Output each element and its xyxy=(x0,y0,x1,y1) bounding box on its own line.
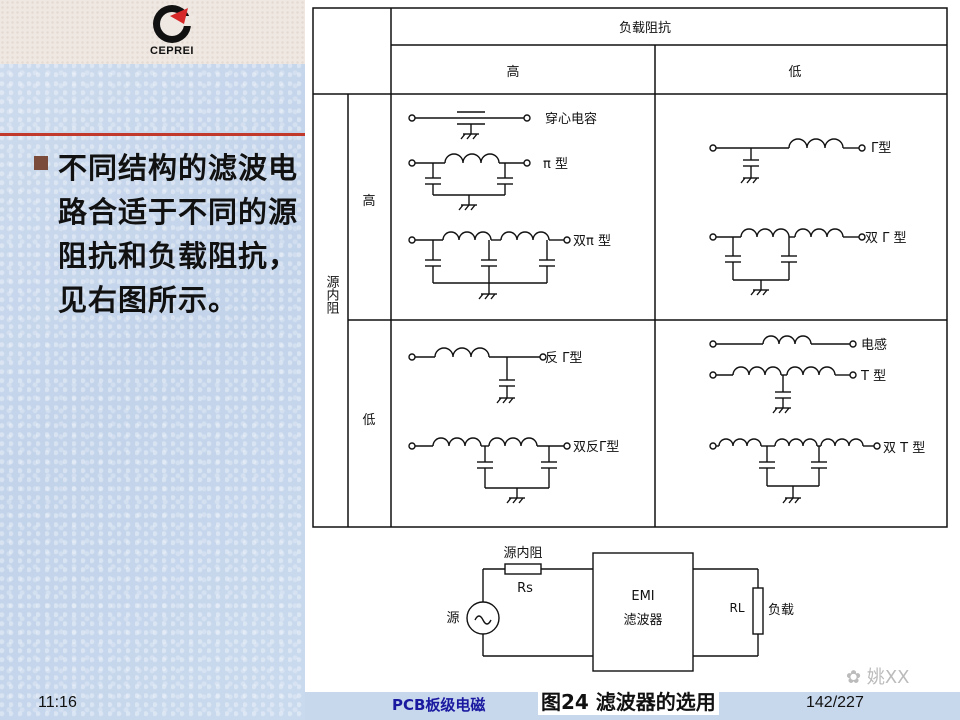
label-double-pi: 双π 型 xyxy=(573,234,611,249)
block-rs: Rs xyxy=(517,581,533,596)
block-filter: 滤波器 xyxy=(623,613,662,628)
block-emi: EMI xyxy=(631,589,654,604)
footer-time: 11:16 xyxy=(38,694,77,711)
watermark-text: 姚XX xyxy=(866,667,910,688)
logo-band: CEPREI xyxy=(0,0,305,64)
ceprei-logo: CEPREI xyxy=(140,2,204,62)
row-header-source: 源内阻 xyxy=(324,275,340,314)
col-high: 高 xyxy=(506,64,519,80)
table-header-load: 负载阻抗 xyxy=(619,21,671,36)
label-reverse-gamma: 反 Γ型 xyxy=(545,351,582,366)
row-high: 高 xyxy=(362,193,375,209)
block-rl: RL xyxy=(729,601,744,615)
label-feedthrough: 穿心电容 xyxy=(545,111,597,127)
logo-text: CEPREI xyxy=(150,45,194,57)
wechat-icon: ✿ xyxy=(846,667,862,688)
filter-selection-diagram: 负载阻抗 高 低 高 低 源内阻 xyxy=(305,0,960,692)
red-divider xyxy=(0,133,305,136)
label-pi: π 型 xyxy=(543,157,568,172)
label-double-reverse-gamma: 双反Γ型 xyxy=(573,440,619,455)
watermark: ✿ 姚XX xyxy=(846,663,910,689)
bullet-text: 不同结构的滤波电路合适于不同的源阻抗和负载阻抗，见右图所示。 xyxy=(58,151,299,317)
bullet-square-icon xyxy=(34,156,48,170)
logo-mark-icon xyxy=(153,5,194,43)
left-panel: CEPREI 不同结构的滤波电路合适于不同的源阻抗和负载阻抗，见右图所示。 xyxy=(0,0,305,720)
block-source-resistance: 源内阻 xyxy=(503,545,542,561)
block-load: 负载 xyxy=(768,603,794,618)
col-low: 低 xyxy=(788,65,801,80)
label-gamma: Γ型 xyxy=(871,141,891,156)
label-double-gamma: 双 Γ 型 xyxy=(865,231,907,246)
label-inductor: 电感 xyxy=(861,337,887,353)
page-number: 142/227 xyxy=(806,694,864,711)
block-source: 源 xyxy=(446,611,459,626)
row-low: 低 xyxy=(362,413,375,428)
figure-caption: 图24 滤波器的选用 xyxy=(538,686,719,715)
label-t: T 型 xyxy=(860,369,886,384)
label-double-t: 双 T 型 xyxy=(883,441,925,456)
footer-title: PCB板级电磁 xyxy=(392,696,486,714)
